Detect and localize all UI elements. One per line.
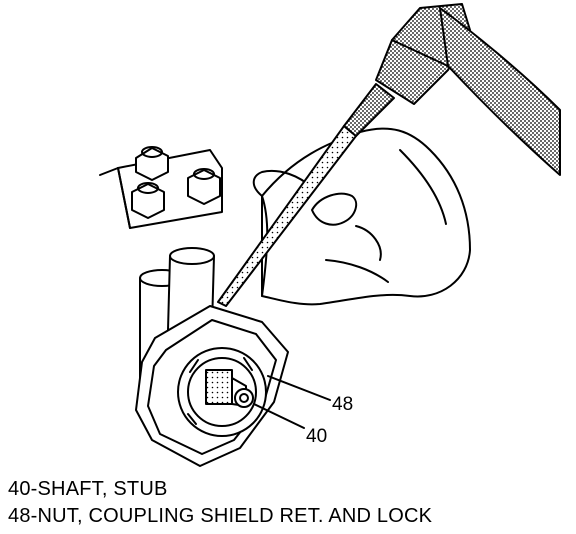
callout-48: 48 — [332, 394, 353, 415]
leader-line-48 — [267, 375, 331, 401]
stub-shaft — [205, 369, 254, 408]
bracket-nut-3 — [131, 182, 165, 219]
bracket-nut-2 — [187, 168, 221, 205]
leader-line-40 — [253, 403, 305, 429]
hammer — [375, 3, 561, 176]
callout-40: 40 — [306, 426, 327, 447]
legend: 40-SHAFT, STUB 48-NUT, COUPLING SHIELD R… — [8, 476, 432, 530]
legend-item-48: 48-NUT, COUPLING SHIELD RET. AND LOCK — [8, 505, 433, 527]
drift-punch — [217, 83, 395, 307]
legend-item-40: 40-SHAFT, STUB — [8, 478, 168, 500]
bracket-nut-1 — [135, 146, 169, 181]
